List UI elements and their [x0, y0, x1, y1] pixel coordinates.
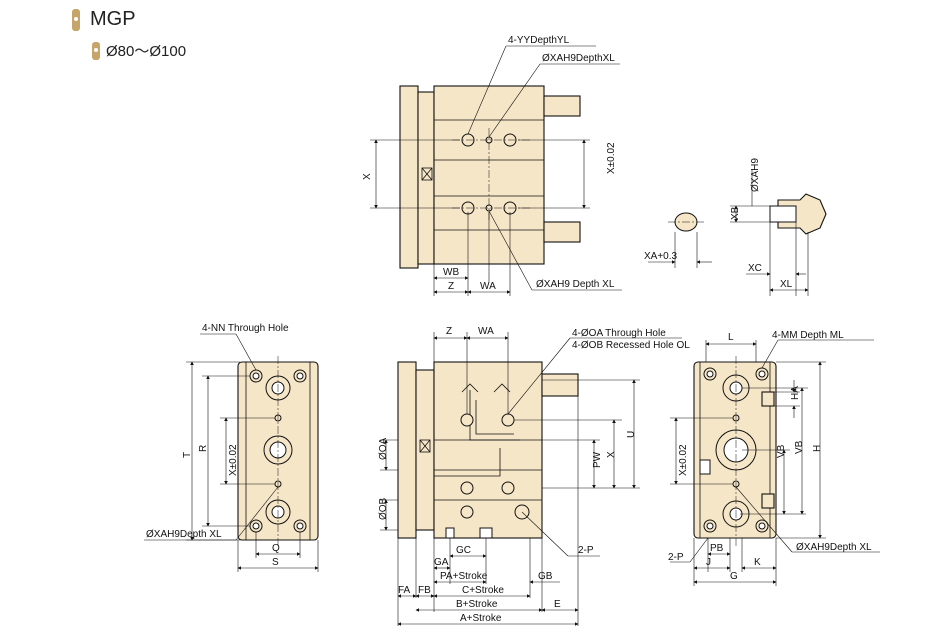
dim-x-tol-side-label: X±0.02: [228, 444, 239, 476]
top-view: X X±0.02 4-YYDepthYL ØXAH9DepthXL ØXAH9 …: [362, 35, 622, 296]
dim-ga-label: GA: [434, 557, 449, 568]
dim-oa-label: ØOA: [378, 437, 389, 460]
rear-port-upper: [761, 391, 775, 407]
dim-fa-label: FA: [398, 585, 411, 596]
top-rod-lower: [543, 221, 581, 243]
dim-wa-label: WA: [480, 281, 496, 292]
section-title: MGP: [90, 8, 136, 30]
nn-hole-callout: 4-NN Through Hole: [202, 323, 289, 334]
detail-view: XA+0.3 XB ØXAH9 XC XL: [644, 158, 827, 296]
mm-depth-callout: 4-MM Depth ML: [772, 330, 844, 341]
detail-bore: [769, 205, 797, 223]
dim-vb-label: VB: [794, 440, 805, 454]
dim-ha-label: HA: [790, 386, 801, 400]
dim-xb-label: XB: [730, 206, 741, 220]
dim-j-label: J: [706, 557, 711, 568]
xa-depth-rear-callout: ØXAH9Depth XL: [796, 542, 872, 553]
dim-l-label: L: [728, 332, 734, 343]
xa-depth-side-callout: ØXAH9Depth XL: [146, 529, 222, 540]
ob-hole-callout: 4-ØOB Recessed Hole OL: [572, 340, 690, 351]
dim-wb-label: WB: [443, 267, 459, 278]
xa-depth-top-callout: ØXAH9DepthXL: [542, 53, 615, 64]
dim-c-stroke-label: C+Stroke: [462, 585, 504, 596]
rear-port-callout: 2-P: [668, 552, 684, 563]
dim-x-label: X: [362, 173, 373, 180]
dim-z-label: Z: [448, 281, 454, 292]
dim-k-label: K: [754, 557, 761, 568]
dim-x-tol-rear-label: X±0.02: [678, 444, 689, 476]
bullet-tag-icon: [72, 8, 80, 31]
dim-q-label: Q: [272, 543, 280, 554]
front-view: Z WA 4-ØOA Through Hole 4-ØOB Recessed H…: [378, 326, 690, 626]
front-plate-inner: [415, 369, 435, 531]
front-rod: [541, 373, 579, 397]
dim-u-label: U: [626, 431, 637, 438]
oa-hole-callout: 4-ØOA Through Hole: [572, 328, 666, 339]
rear-port-lower: [761, 493, 775, 509]
dim-front-wa-label: WA: [478, 326, 494, 337]
dim-r-label: R: [198, 445, 209, 452]
dim-pa-stroke-label: PA+Stroke: [440, 571, 488, 582]
dim-vb-inner-label: VB: [776, 444, 787, 458]
dim-pw-label: PW: [592, 451, 603, 468]
dim-h-label: H: [812, 445, 823, 452]
top-plate: [399, 85, 419, 269]
bullet-tag-icon: [92, 41, 100, 60]
section-subheader: Ø80～Ø100: [92, 40, 186, 61]
bore-size-range: Ø80～Ø100: [106, 43, 187, 60]
dim-e-label: E: [554, 599, 561, 610]
dim-t-label: T: [182, 452, 193, 458]
dim-gc-label: GC: [456, 545, 471, 556]
dim-b-stroke-label: B+Stroke: [456, 599, 498, 610]
dim-s-label: S: [272, 557, 279, 568]
detail-section: [777, 193, 827, 235]
dim-x-tol-label: X±0.02: [606, 142, 617, 174]
dim-a-stroke-label: A+Stroke: [460, 613, 502, 624]
xa-depth-bottom-callout: ØXAH9 Depth XL: [536, 279, 615, 290]
dim-fb-label: FB: [418, 585, 431, 596]
dim-g-label: G: [730, 571, 738, 582]
front-port-callout: 2-P: [578, 545, 594, 556]
yy-depth-callout: 4-YYDepthYL: [508, 35, 570, 46]
dim-gb-label: GB: [538, 571, 553, 582]
dim-ob-label: ØOB: [378, 497, 389, 520]
dim-xa-tol-label: XA+0.3: [644, 251, 678, 262]
front-plate: [397, 361, 417, 539]
dim-front-x-label: X: [606, 451, 617, 458]
top-rod-upper: [543, 95, 581, 117]
dim-xl-label: XL: [780, 279, 793, 290]
dim-xc-label: XC: [748, 263, 762, 274]
section-header: MGP: [72, 8, 136, 31]
dim-front-z-label: Z: [446, 326, 452, 337]
rear-view: L 4-MM Depth ML HA VB VB H X±0.02 ØXAH9D…: [668, 330, 880, 586]
dim-xa-h9-label: ØXAH9: [750, 158, 761, 192]
dim-pb-label: PB: [710, 543, 724, 554]
side-view: 4-NN Through Hole ØXAH9Depth XL T R X±0.…: [144, 323, 319, 572]
